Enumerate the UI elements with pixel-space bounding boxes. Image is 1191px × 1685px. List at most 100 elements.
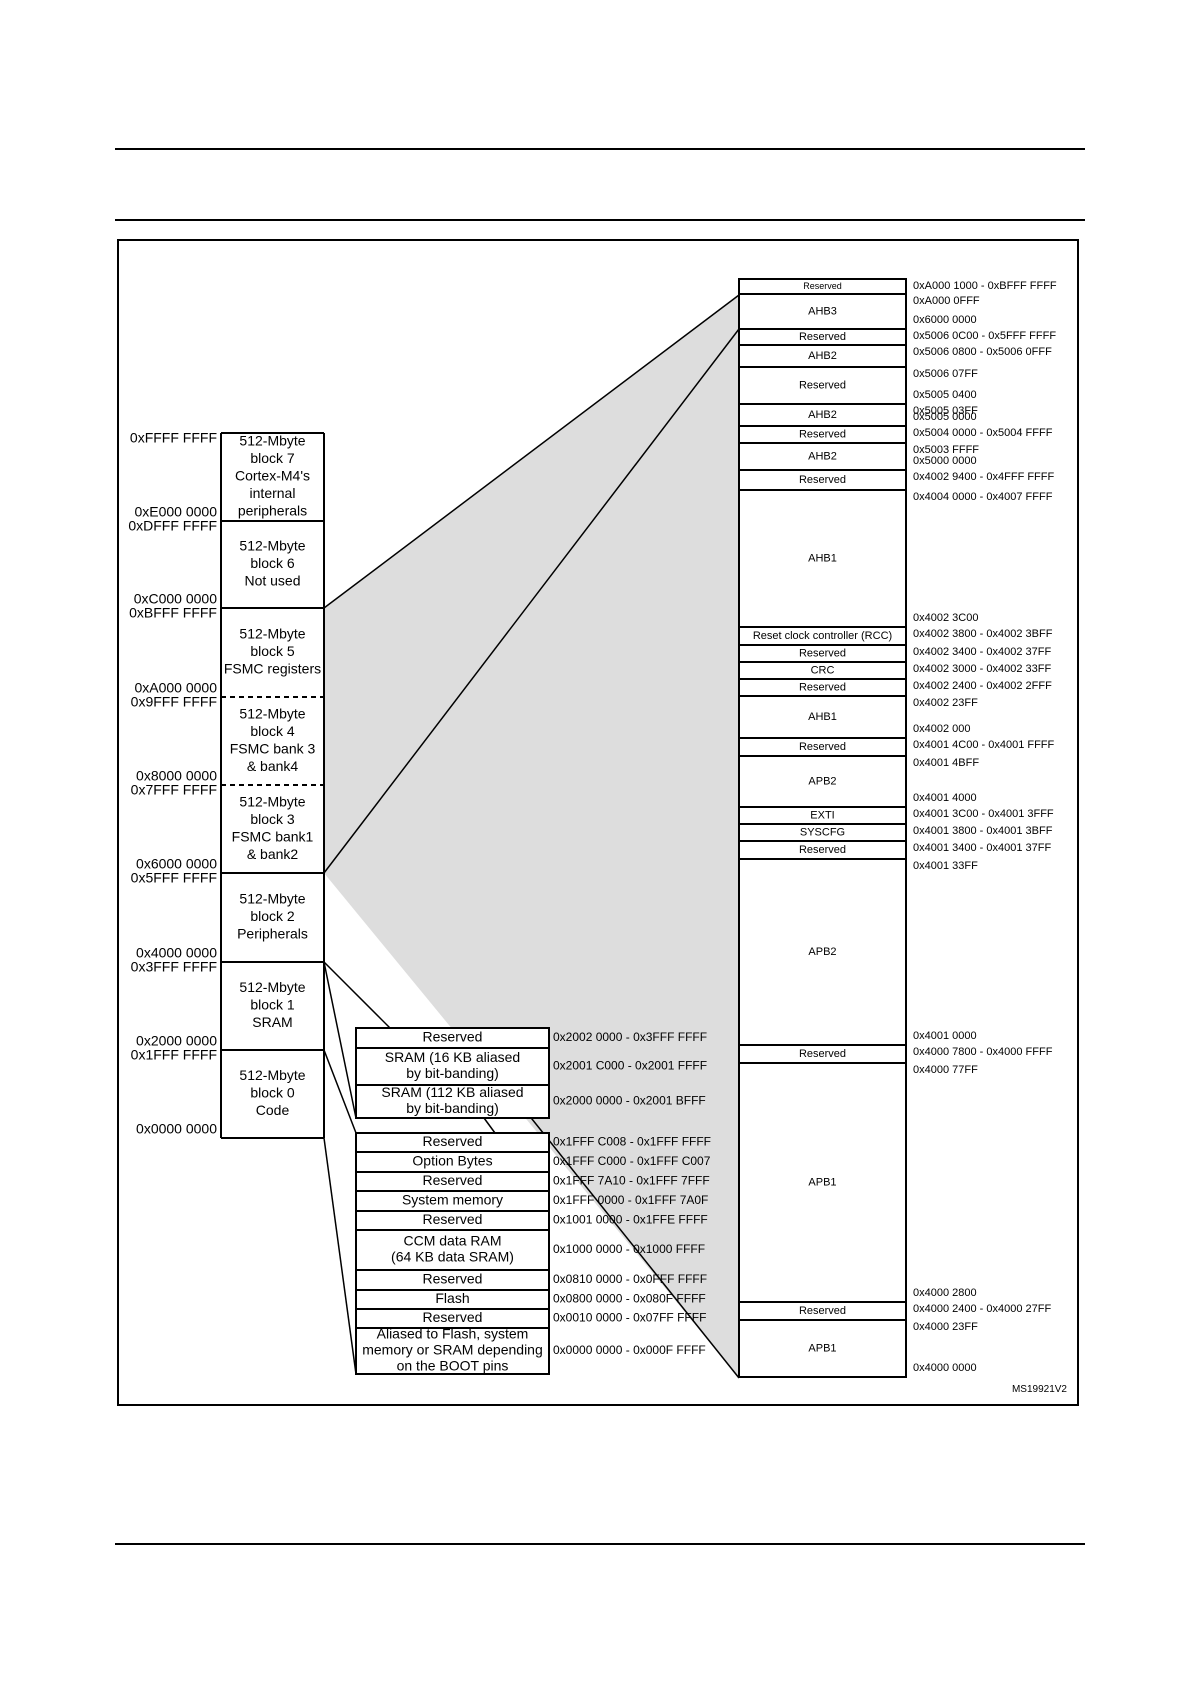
- peripheral-region-label: AHB1: [808, 552, 837, 564]
- address-block-bottom-addr: 0xA000 0000: [134, 680, 217, 696]
- peripheral-region-label: Reserved: [799, 379, 846, 391]
- address-block-label: 512-Mbyte: [239, 1067, 305, 1083]
- peripheral-region-label: Reserved: [799, 1305, 846, 1317]
- address-block-label: internal: [250, 485, 296, 501]
- figure-frame: [117, 239, 1079, 1406]
- peripheral-region-addr: 0x4001 4C00 - 0x4001 FFFF: [913, 739, 1055, 751]
- peripheral-region-label: Reserved: [799, 331, 846, 343]
- address-block-label: block 3: [250, 811, 295, 827]
- code-region-label: Option Bytes: [412, 1153, 492, 1169]
- sram-region-addr: 0x2000 0000 - 0x2001 BFFF: [553, 1094, 706, 1108]
- address-block-label: FSMC registers: [224, 661, 321, 677]
- code-region-addr: 0x0800 0000 - 0x080F FFFF: [553, 1292, 706, 1306]
- connector-line: [323, 294, 740, 609]
- figure-code: MS19921V2: [1012, 1384, 1067, 1395]
- address-block-label: block 1: [250, 997, 295, 1013]
- sram-region-label: SRAM (112 KB aliased: [381, 1084, 523, 1100]
- address-block-label: Not used: [244, 573, 300, 589]
- address-block-top-addr: 0xBFFF FFFF: [129, 605, 217, 621]
- peripheral-region-addr: 0x4002 3000 - 0x4002 33FF: [913, 663, 1051, 675]
- peripheral-region-label: CRC: [811, 664, 835, 676]
- connector-line: [323, 328, 740, 874]
- connector-line: [499, 1078, 740, 1379]
- address-block-label: peripherals: [238, 503, 307, 519]
- header-rule-top: [115, 148, 1085, 150]
- peripheral-region-addr: 0x5004 0000 - 0x5004 FFFF: [913, 427, 1053, 439]
- address-block-label: SRAM: [252, 1014, 292, 1030]
- peripheral-region-addr: 0x4001 3400 - 0x4001 37FF: [913, 842, 1051, 854]
- peripheral-expansion-fan: [324, 295, 739, 1378]
- address-block-bottom-addr: 0x0000 0000: [136, 1121, 217, 1137]
- peripheral-region-label: Reserved: [799, 681, 846, 693]
- peripheral-region-addr: 0x5006 0C00 - 0x5FFF FFFF: [913, 330, 1056, 342]
- footer-rule: [115, 1543, 1085, 1545]
- address-block-top-addr: 0x1FFF FFFF: [131, 1047, 217, 1063]
- connector-line: [483, 1117, 496, 1134]
- peripheral-region-addr: 0x4002 3400 - 0x4002 37FF: [913, 646, 1051, 658]
- code-region-label: Reserved: [423, 1172, 483, 1188]
- peripheral-region-addr-top: 0x4000 23FF: [913, 1321, 978, 1333]
- sram-region-label: SRAM (16 KB aliased: [385, 1049, 520, 1065]
- peripheral-region-label: APB2: [808, 946, 836, 958]
- peripheral-region-addr: 0xA000 1000 - 0xBFFF FFFF: [913, 280, 1057, 292]
- peripheral-region-addr-top: 0x4001 33FF: [913, 860, 978, 872]
- address-block-label: 512-Mbyte: [239, 626, 305, 642]
- code-region-label: (64 KB data SRAM): [391, 1249, 514, 1265]
- address-block-top-addr: 0xDFFF FFFF: [128, 518, 217, 534]
- peripheral-region-label: AHB2: [808, 409, 837, 421]
- sram-region-box: [355, 1084, 550, 1119]
- peripheral-region-box: [738, 695, 907, 739]
- sram-region-label: by bit-banding): [406, 1100, 499, 1116]
- peripheral-region-addr-top: 0x5005 03FF: [913, 405, 978, 417]
- connector-lines: [323, 294, 740, 1379]
- address-block-label: block 2: [250, 908, 295, 924]
- peripheral-region-label: Reserved: [799, 474, 846, 486]
- address-block-bottom-addr: 0xE000 0000: [134, 504, 217, 520]
- sram-region-box: [355, 1047, 550, 1086]
- peripheral-region-addr-bottom: 0x4002 3C00: [913, 612, 978, 624]
- connector-line: [323, 961, 391, 1029]
- sram-region-addr: 0x2002 0000 - 0x3FFF FFFF: [553, 1030, 707, 1044]
- peripheral-region-label: Reserved: [799, 1048, 846, 1060]
- peripheral-region-label: Reserved: [799, 741, 846, 753]
- code-region-label: Aliased to Flash, system: [377, 1326, 529, 1342]
- peripheral-region-label: Reserved: [799, 647, 846, 659]
- sram-region-addr: 0x2001 C000 - 0x2001 FFFF: [553, 1059, 707, 1073]
- peripheral-region-box: [738, 755, 907, 808]
- peripheral-region-addr-top: 0x4000 77FF: [913, 1064, 978, 1076]
- peripheral-region-label: AHB2: [808, 450, 837, 462]
- address-block-label: 512-Mbyte: [239, 891, 305, 907]
- code-region-label: Reserved: [423, 1309, 483, 1325]
- peripheral-region-label: APB1: [808, 1342, 836, 1354]
- peripheral-region-box: [738, 1319, 907, 1378]
- connector-line: [323, 961, 357, 1119]
- peripheral-region-addr: 0x4002 3800 - 0x4002 3BFF: [913, 628, 1053, 640]
- code-region-addr: 0x1000 0000 - 0x1000 FFFF: [553, 1242, 705, 1256]
- address-block-label: block 6: [250, 555, 295, 571]
- address-block-3: [221, 697, 324, 785]
- address-block-top-addr: 0xFFFF FFFF: [130, 430, 217, 446]
- address-block-7: [221, 1050, 324, 1138]
- peripheral-region-label: APB2: [808, 775, 836, 787]
- peripheral-region-addr-bottom: 0x5005 0000: [913, 411, 977, 423]
- address-block-label: 512-Mbyte: [239, 538, 305, 554]
- sram-region-label: by bit-banding): [406, 1065, 499, 1081]
- address-block-bottom-addr: 0x8000 0000: [136, 768, 217, 784]
- peripheral-region-addr: 0x5006 0800 - 0x5006 0FFF: [913, 346, 1052, 358]
- address-block-5: [221, 873, 324, 962]
- code-region-label: memory or SRAM depending: [362, 1342, 543, 1358]
- peripheral-region-addr: 0x4002 2400 - 0x4002 2FFF: [913, 680, 1052, 692]
- code-region-addr: 0x0810 0000 - 0x0FFF FFFF: [553, 1272, 707, 1286]
- address-block-6: [221, 962, 324, 1050]
- code-region-addr: 0x0010 0000 - 0x07FF FFFF: [553, 1311, 706, 1325]
- peripheral-region-addr: 0x4002 9400 - 0x4FFF FFFF: [913, 471, 1054, 483]
- address-block-top-addr: 0x3FFF FFFF: [131, 959, 217, 975]
- peripheral-region-addr-top: 0x4004 0000 - 0x4007 FFFF: [913, 491, 1053, 503]
- connector-line: [323, 1049, 357, 1134]
- address-block-bottom-addr: 0xC000 0000: [134, 591, 218, 607]
- peripheral-region-label: Reserved: [799, 428, 846, 440]
- peripheral-region-addr-top: 0x5006 07FF: [913, 368, 978, 380]
- address-block-bottom-addr: 0x6000 0000: [136, 856, 217, 872]
